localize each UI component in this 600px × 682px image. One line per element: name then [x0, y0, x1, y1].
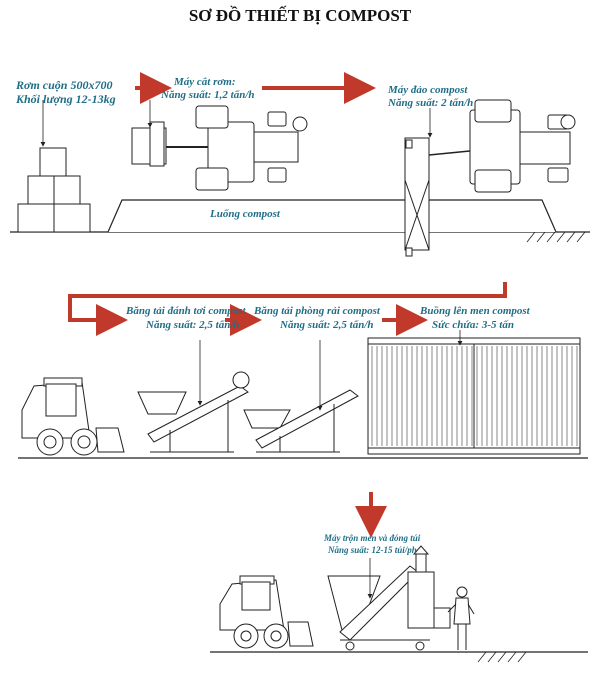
turner-label-line2: Năng suất: 2 tấn/h — [388, 97, 474, 109]
windrow-label: Luống compost — [210, 208, 280, 220]
skid-loader-row3 — [219, 575, 314, 649]
conveyor2-label-line2: Năng suất: 2,5 tấn/h — [280, 319, 374, 331]
compost-turner-machine — [404, 99, 576, 257]
straw-bales — [17, 100, 91, 233]
mixer-label-line1: Máy trộn men và đóng túi — [324, 533, 421, 543]
cutter-label-line2: Năng suất: 1,2 tấn/h — [161, 89, 255, 101]
cutter-label-line1: Máy cắt rơm: — [174, 76, 236, 88]
bales-label-line2: Khối lượng 12-13kg — [16, 92, 116, 106]
mixer-bagging-machine — [327, 545, 451, 651]
row1-ground — [10, 231, 590, 243]
chamber-label-line2: Sức chứa: 3-5 tấn — [432, 319, 514, 331]
conveyor2-label-line1: Băng tải phòng rải compost — [254, 305, 380, 317]
conveyor1-label-line1: Băng tải đánh tơi compost — [126, 305, 246, 317]
compost-windrow — [107, 199, 557, 233]
row3-ground — [210, 651, 588, 663]
diagram-title: SƠ ĐỒ THIẾT BỊ COMPOST — [188, 6, 412, 25]
worker-figure — [447, 586, 475, 650]
turner-label-line1: Máy đảo compost — [388, 84, 468, 96]
mixer-label-line2: Năng suất: 12-15 túi/ph — [328, 545, 417, 555]
chamber-ribs — [371, 346, 578, 446]
chamber-label-line1: Buồng lên men compost — [420, 305, 530, 317]
straw-cutter-machine — [131, 100, 308, 191]
skid-loader-row2 — [21, 377, 125, 456]
fermentation-chamber — [367, 337, 581, 455]
bales-label-line1: Rơm cuộn 500x700 — [16, 78, 113, 92]
conveyor-2 — [243, 340, 359, 453]
row1-to-row2-arrow — [68, 282, 507, 336]
conveyor1-label-line2: Năng suất: 2,5 tấn/h — [146, 319, 240, 331]
conveyor-1 — [137, 340, 250, 453]
